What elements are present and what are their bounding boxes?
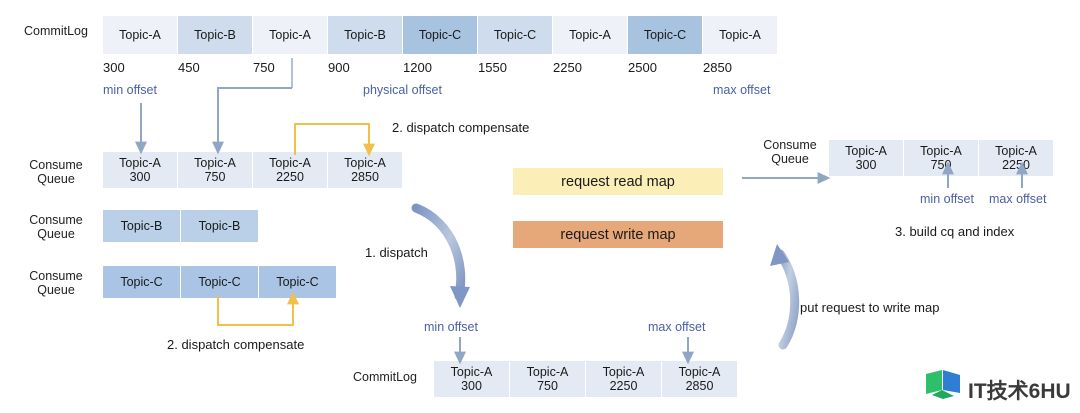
consume-queue-right-label: Consume Queue: [763, 138, 817, 166]
book-logo-icon: [926, 370, 960, 399]
consume-queue-left-label: Consume Queue: [29, 158, 83, 186]
commitlog-bottom-label: CommitLog: [353, 370, 417, 384]
commitlog-top-cell: Topic-A: [103, 16, 178, 54]
commitlog-top-offset-value: 1200: [403, 60, 432, 75]
cell-offset: 2850: [351, 170, 379, 184]
cell-topic: Topic-A: [995, 144, 1037, 158]
commitlog-top-cell: Topic-C: [478, 16, 553, 54]
cell-topic: Topic-B: [344, 28, 386, 42]
consume-queue-left-cell: Topic-C: [181, 266, 259, 298]
cell-topic: Topic-A: [269, 156, 311, 170]
cell-topic: Topic-B: [198, 219, 241, 233]
consume-queue-left-cell: Topic-B: [103, 210, 181, 242]
annotation-dispatch: 1. dispatch: [365, 245, 428, 260]
cell-topic: Topic-A: [602, 365, 645, 379]
annotation-put-request-to-write-map: put request to write map: [800, 300, 940, 315]
commitlog-top-label: CommitLog: [24, 24, 88, 38]
cell-offset: 750: [930, 158, 952, 172]
cell-topic: Topic-A: [845, 144, 887, 158]
commitlog-top-offset-value: 1550: [478, 60, 507, 75]
commitlog-top-offset-value: 300: [103, 60, 125, 75]
cell-topic: Topic-A: [678, 365, 721, 379]
consume-queue-right-min-offset-label: min offset: [920, 192, 974, 206]
consume-queue-left-label: Consume Queue: [29, 213, 83, 241]
dispatch-compensate-arrow-bottom: [217, 291, 299, 326]
consume-queue-left-cell: Topic-C: [259, 266, 337, 298]
commitlog-top-cell: Topic-C: [628, 16, 703, 54]
cell-topic: Topic-C: [276, 275, 319, 289]
cell-offset: 300: [855, 158, 877, 172]
cell-topic: Topic-C: [120, 275, 163, 289]
commitlog-top-cell: Topic-B: [178, 16, 253, 54]
commitlog-top-cell: Topic-A: [703, 16, 778, 54]
cell-offset: 2250: [1002, 158, 1030, 172]
cell-offset: 2250: [276, 170, 304, 184]
consume-queue-left-cell: Topic-C: [103, 266, 181, 298]
cell-topic: Topic-A: [719, 28, 761, 42]
cell-topic: Topic-A: [119, 156, 161, 170]
cell-topic: Topic-A: [119, 28, 161, 42]
cell-topic: Topic-A: [526, 365, 569, 379]
commitlog-top-offset-value: 900: [328, 60, 350, 75]
commitlog-top-offset-value: 2850: [703, 60, 732, 75]
consume-queue-left-label: Consume Queue: [29, 269, 83, 297]
annotation-dispatch-compensate-bottom: 2. dispatch compensate: [167, 337, 305, 352]
commitlog-top-cell: Topic-A: [253, 16, 328, 54]
commitlog-top-offset-value: 2250: [553, 60, 582, 75]
cell-topic: Topic-A: [450, 365, 493, 379]
request-write-map-box[interactable]: request write map: [513, 221, 723, 248]
annotation-build-cq-and-index: 3. build cq and index: [895, 224, 1015, 239]
dispatch-arrow-750: [212, 87, 292, 155]
watermark-text: IT技术6HU: [968, 380, 1071, 403]
commitlog-top-cell: Topic-B: [328, 16, 403, 54]
commitlog-top-cell: Topic-C: [403, 16, 478, 54]
commitlog-top-max-offset-label: max offset: [713, 83, 771, 97]
consume-queue-right-max-offset-label: max offset: [989, 192, 1047, 206]
request-read-map-box[interactable]: request read map: [513, 168, 723, 195]
commitlog-top-offset-value: 2500: [628, 60, 657, 75]
commitlog-top-offset-value: 750: [253, 60, 275, 75]
cell-topic: Topic-C: [198, 275, 241, 289]
cell-topic: Topic-C: [418, 28, 462, 42]
commitlog-top-cell: Topic-A: [553, 16, 628, 54]
cell-topic: Topic-B: [194, 28, 236, 42]
cell-offset: 2250: [609, 379, 638, 393]
commitlog-bottom-max-offset-label: max offset: [648, 320, 706, 334]
cell-topic: Topic-B: [120, 219, 163, 233]
cell-topic: Topic-A: [344, 156, 386, 170]
cell-topic: Topic-A: [194, 156, 236, 170]
commitlog-top-offset-value: 450: [178, 60, 200, 75]
cell-topic: Topic-C: [493, 28, 537, 42]
consume-queue-left-cell: Topic-B: [181, 210, 259, 242]
cell-topic: Topic-A: [569, 28, 611, 42]
cell-offset: 300: [461, 379, 482, 393]
commitlog-top-physical-offset-label: physical offset: [363, 83, 442, 97]
commitlog-top-min-offset-label: min offset: [103, 83, 157, 97]
dispatch-curve-arrowhead: [450, 286, 470, 308]
cell-topic: Topic-C: [643, 28, 687, 42]
cell-offset: 2850: [685, 379, 714, 393]
cell-offset: 750: [537, 379, 558, 393]
dispatch-compensate-arrow-top: [294, 123, 375, 157]
cell-offset: 300: [129, 170, 151, 184]
annotation-dispatch-compensate-top: 2. dispatch compensate: [392, 120, 530, 135]
cell-topic: Topic-A: [920, 144, 962, 158]
write-map-curve-arrow: [775, 249, 800, 350]
write-map-curve-arrowhead: [770, 244, 789, 266]
commitlog-bottom-min-offset-label: min offset: [424, 320, 478, 334]
cell-topic: Topic-A: [269, 28, 311, 42]
cell-offset: 750: [204, 170, 226, 184]
watermark: [924, 366, 966, 405]
